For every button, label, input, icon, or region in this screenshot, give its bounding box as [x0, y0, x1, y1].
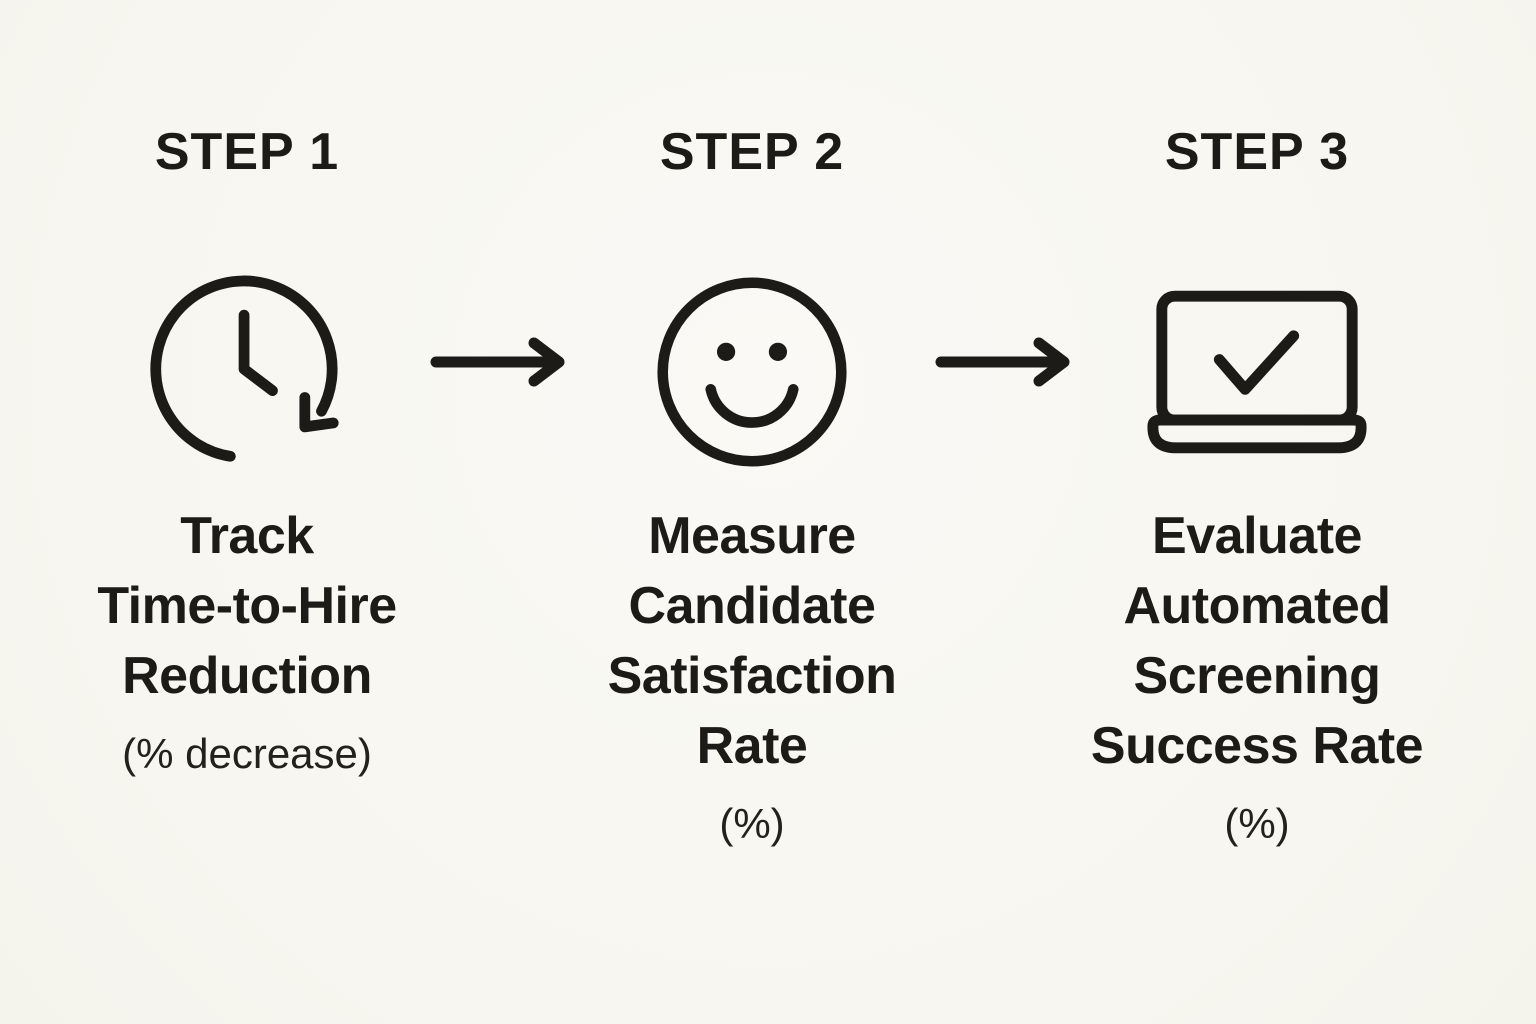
step-2-heading: STEP 2 [659, 123, 845, 181]
step-2-column: STEP 2 Measure Candidate Satisfaction Ra… [572, 0, 932, 849]
step-3-heading: STEP 3 [1164, 123, 1350, 181]
step-3-subtitle: (%) [1224, 800, 1290, 847]
flow-connector-1 [427, 332, 572, 392]
arrow-right-icon [430, 337, 564, 387]
history-clock-icon [149, 267, 345, 477]
flow-connector-2 [932, 332, 1077, 392]
smiley-face-icon [656, 267, 848, 477]
step-1-heading: STEP 1 [154, 123, 340, 181]
step-3-column: STEP 3 Evaluate Automated Screening Succ… [1077, 0, 1437, 849]
laptop-check-icon [1143, 267, 1371, 477]
step-3-title: Evaluate Automated Screening Success Rat… [1090, 507, 1424, 775]
step-1-column: STEP 1 Track Time-to-Hire Reduction (% d… [67, 0, 427, 779]
step-2-title: Measure Candidate Satisfaction Rate [607, 507, 897, 775]
process-flow: STEP 1 Track Time-to-Hire Reduction (% d… [67, 0, 1437, 849]
step-2-subtitle: (%) [719, 800, 785, 847]
step-1-title: Track Time-to-Hire Reduction [97, 507, 397, 705]
arrow-right-icon [935, 337, 1069, 387]
step-1-subtitle: (% decrease) [122, 730, 372, 777]
